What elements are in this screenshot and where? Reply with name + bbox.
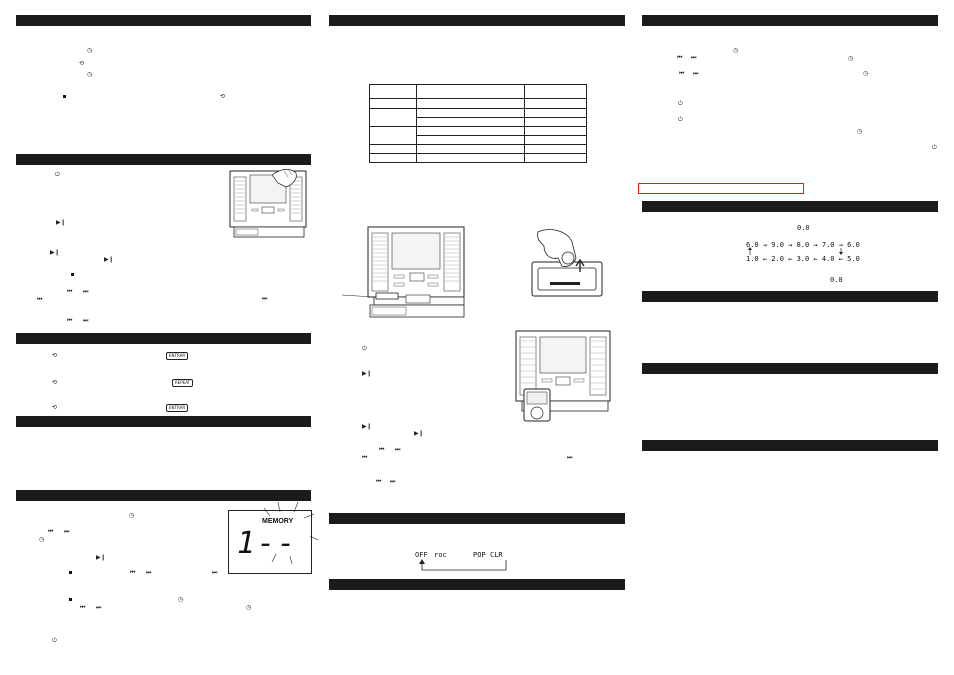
next-icon: ⏭ [390, 478, 396, 485]
next-icon: ⏭ [262, 295, 268, 302]
clock-icon: ◷ [857, 128, 863, 135]
eq-mode-pop: POP [473, 551, 486, 559]
next-icon: ⏭ [212, 569, 218, 576]
entrar-button-label: ENTRAR [166, 352, 189, 360]
power-icon: ⏻ [678, 116, 683, 123]
eq-mode-off: OFF [415, 551, 428, 559]
prev-icon: ⏮ [679, 70, 685, 77]
play-pause-icon: ▶❙ [96, 554, 106, 561]
section-header-bar [642, 15, 938, 26]
prev-icon: ⏮ [80, 604, 86, 611]
clock-icon: ◷ [246, 604, 252, 611]
eq-cycle-arrow [419, 559, 507, 571]
clock-icon: ◷ [848, 55, 854, 62]
eq-mode-roc: roc [434, 551, 447, 559]
power-icon: ⏻ [55, 171, 60, 178]
section-header-bar [329, 513, 625, 524]
section-header-bar [16, 416, 311, 427]
next-icon: ⏭ [83, 288, 89, 295]
clock-icon: ◷ [87, 47, 93, 54]
stop-icon [69, 598, 72, 601]
play-pause-icon: ▶❙ [50, 249, 60, 256]
repeat-icon: ⟲ [220, 93, 226, 100]
clock-icon: ◷ [39, 536, 45, 543]
repeat-icon: ⟲ [52, 352, 58, 359]
play-pause-icon: ▶❙ [362, 370, 372, 377]
track-number-display: 1-- [237, 526, 298, 561]
clock-icon: ◷ [87, 71, 93, 78]
clock-icon: ◷ [733, 47, 739, 54]
clock-icon: ◷ [129, 512, 135, 519]
play-pause-icon: ▶❙ [414, 430, 424, 437]
memory-indicator: MEMORY [262, 518, 294, 525]
play-pause-icon: ▶❙ [362, 423, 372, 430]
repeat-icon: ⟲ [79, 60, 85, 67]
eq-mode-clr: CLR [490, 551, 503, 559]
next-icon: ⏭ [146, 569, 152, 576]
power-icon: ⏻ [362, 345, 367, 352]
next-icon: ⏭ [567, 454, 573, 461]
section-header-bar [642, 363, 938, 374]
repeat-icon: ⟲ [52, 379, 58, 386]
entrar-button-label: ENTRAR [166, 404, 189, 412]
prev-icon: ⏮ [130, 569, 136, 576]
next-icon: ⏭ [64, 528, 70, 535]
prev-icon: ⏮ [677, 54, 683, 61]
clock-icon: ◷ [178, 596, 184, 603]
prev-icon: ⏮ [48, 528, 54, 535]
section-header-bar [16, 15, 311, 26]
prev-icon: ⏮ [362, 454, 368, 461]
next-icon: ⏭ [693, 70, 699, 77]
next-icon: ⏭ [395, 446, 401, 453]
timer-end-value: 0.0 [830, 276, 843, 284]
power-icon: ⏻ [678, 100, 683, 107]
blink-indicator-lines [263, 501, 319, 565]
section-header-bar [16, 490, 311, 501]
prev-icon: ⏮ [37, 296, 43, 303]
section-header-bar [329, 579, 625, 590]
timer-sequence-row2: 1.0 ← 2.0 ← 3.0 ← 4.0 ← 5.0 [746, 255, 860, 263]
repeat-button-label: REPEAT [172, 379, 194, 387]
play-pause-icon: ▶❙ [56, 219, 66, 226]
dock-insert-illustration [531, 229, 603, 297]
device-illustration [229, 168, 307, 238]
section-header-bar [16, 333, 311, 344]
stop-icon [69, 571, 72, 574]
warning-box [638, 183, 804, 194]
spec-table [369, 84, 587, 163]
section-header-bar [16, 154, 311, 165]
clock-icon: ◷ [863, 70, 869, 77]
prev-icon: ⏮ [67, 288, 73, 295]
device-with-player-illustration [515, 330, 611, 422]
section-header-bar [642, 291, 938, 302]
timer-start-value: 0.0 [797, 224, 810, 232]
lcd-display: MEMORY 1-- [228, 510, 312, 574]
section-header-bar [642, 440, 938, 451]
power-icon: ⏻ [52, 637, 57, 644]
next-icon: ⏭ [96, 604, 102, 611]
play-pause-icon: ▶❙ [104, 256, 114, 263]
device-illustration [341, 226, 465, 318]
section-header-bar [329, 15, 625, 26]
section-header-bar [642, 201, 938, 212]
timer-sequence-row1: 6.0 → 9.0 → 8.0 → 7.0 → 6.0 [746, 241, 860, 249]
repeat-icon: ⟲ [52, 404, 58, 411]
timer-sequence-connectors [748, 247, 843, 255]
stop-icon [63, 95, 66, 98]
power-icon: ⏻ [932, 144, 937, 151]
prev-icon: ⏮ [379, 446, 385, 453]
stop-icon [71, 273, 74, 276]
next-icon: ⏭ [83, 317, 89, 324]
prev-icon: ⏮ [376, 478, 382, 485]
next-icon: ⏭ [691, 54, 697, 61]
prev-icon: ⏮ [67, 317, 73, 324]
